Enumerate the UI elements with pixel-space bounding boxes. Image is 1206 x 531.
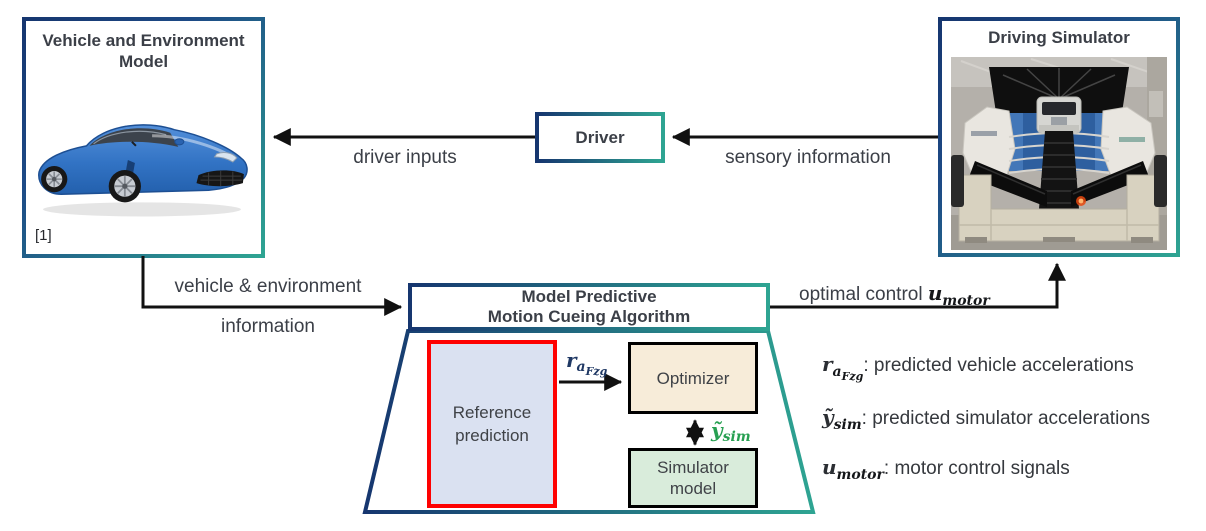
mpc-title-line2: Motion Cueing Algorithm bbox=[487, 307, 691, 326]
sensory-information-label: sensory information bbox=[725, 147, 891, 168]
reference-prediction-line2: prediction bbox=[455, 426, 529, 445]
u-symbol: u bbox=[927, 281, 943, 305]
legend-item-r: raFzg: predicted vehicle accelerations bbox=[822, 352, 1134, 382]
optimal-control-text: optimal control bbox=[799, 284, 928, 305]
simulator-box-title: Driving Simulator bbox=[988, 28, 1130, 47]
vehicle-environment-label-line2: information bbox=[221, 316, 315, 337]
r-aFzg-signal-label: raFzg bbox=[566, 348, 607, 377]
vehicle-environment-model-box: Vehicle and Environment Model bbox=[22, 17, 265, 258]
y-sim-signal-label: ỹsim bbox=[711, 418, 751, 446]
u-symbol-subscript: motor bbox=[942, 293, 990, 309]
r-subscript-Fzg: Fzg bbox=[585, 364, 608, 378]
y-tilde-symbol: ỹ bbox=[711, 418, 723, 442]
vehicle-environment-label-line1: vehicle & environment bbox=[174, 276, 362, 297]
mpc-header-box: Model Predictive Motion Cueing Algorithm bbox=[408, 283, 770, 331]
vehicle-box-title: Vehicle and Environment Model bbox=[26, 30, 261, 72]
optimizer-box: Optimizer bbox=[628, 342, 758, 414]
legend-u-symbol: u bbox=[822, 455, 837, 479]
reference-prediction-box: Reference prediction bbox=[427, 340, 557, 508]
legend-r-sub-Fzg: Fzg bbox=[841, 369, 864, 383]
legend-y-description: : predicted simulator accelerations bbox=[861, 408, 1150, 429]
legend-r-symbol: r bbox=[822, 352, 833, 376]
optimizer-label: Optimizer bbox=[656, 368, 730, 388]
legend-u-sub-motor: motor bbox=[836, 466, 884, 483]
vehicle-box-title-line1: Vehicle and Environment bbox=[42, 31, 245, 50]
vehicle-box-title-line2: Model bbox=[118, 52, 169, 71]
mpc-title-line1: Model Predictive bbox=[521, 287, 657, 306]
legend-item-y: ỹsim: predicted simulator accelerations bbox=[822, 405, 1150, 433]
legend-y-symbol: ỹ bbox=[822, 405, 834, 429]
reference-prediction-line1: Reference bbox=[452, 403, 532, 422]
simulator-model-line2: model bbox=[669, 479, 717, 498]
legend-r-description: : predicted vehicle accelerations bbox=[863, 355, 1134, 376]
optimal-control-label: optimal control umotor bbox=[799, 281, 1029, 308]
y-subscript-sim: sim bbox=[722, 429, 751, 446]
legend-y-sub-sim: sim bbox=[833, 416, 862, 433]
legend-r-sub-a: a bbox=[832, 363, 842, 380]
driving-simulator-photo bbox=[951, 57, 1167, 250]
simulator-model-line1: Simulator bbox=[657, 458, 729, 477]
driver-box: Driver bbox=[535, 112, 665, 163]
simulator-model-box: Simulator model bbox=[628, 448, 758, 508]
r-subscript-a: a bbox=[576, 359, 586, 376]
r-symbol: r bbox=[566, 348, 577, 372]
driver-inputs-label: driver inputs bbox=[353, 147, 457, 168]
u-motor-symbol: umotor bbox=[927, 281, 990, 308]
driver-box-label: Driver bbox=[575, 128, 625, 147]
blue-car-image bbox=[38, 124, 248, 217]
driving-simulator-box: Driving Simulator bbox=[938, 17, 1180, 257]
citation-reference: [1] bbox=[35, 227, 52, 244]
legend-u-description: : motor control signals bbox=[883, 458, 1070, 479]
legend-item-u: umotor: motor control signals bbox=[822, 455, 1070, 483]
